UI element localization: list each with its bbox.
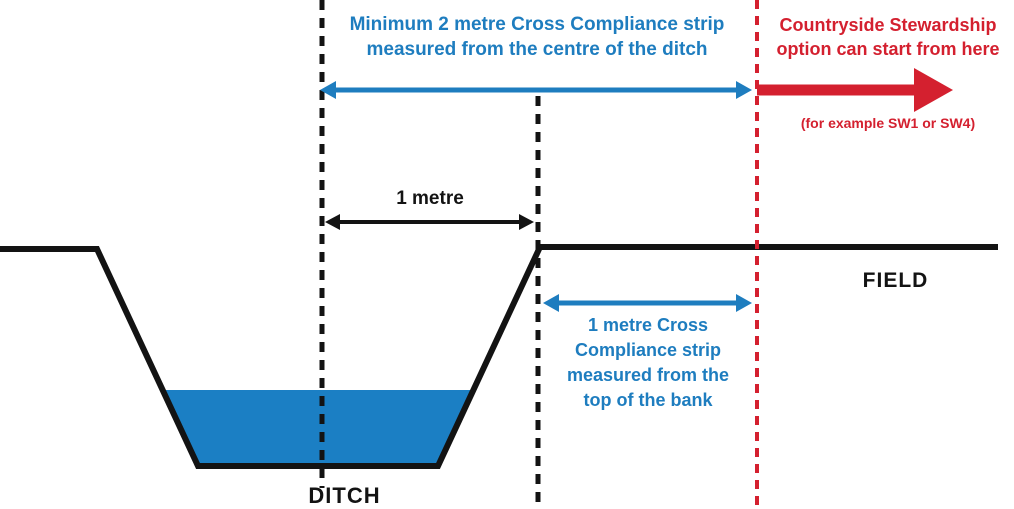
two-metre-strip-label: Minimum 2 metre Cross Compliance strip m… [349,14,725,60]
stewardship-direction-arrow [757,68,953,112]
ditch-label: DITCH [308,483,381,508]
bank-strip-label: 1 metre Cross Compliance strip measured … [566,315,730,410]
stewardship-example-label: (for example SW1 or SW4) [800,115,976,131]
bank-strip-arrow [543,294,752,312]
field-label: FIELD [862,269,929,292]
one-metre-label: 1 metre [396,188,464,209]
one-metre-arrow [325,214,534,230]
stewardship-label: Countryside Stewardship option can start… [776,15,1000,59]
ditch-water [162,390,474,465]
two-metre-strip-arrow [320,81,752,99]
ground-profile-line [0,244,998,469]
